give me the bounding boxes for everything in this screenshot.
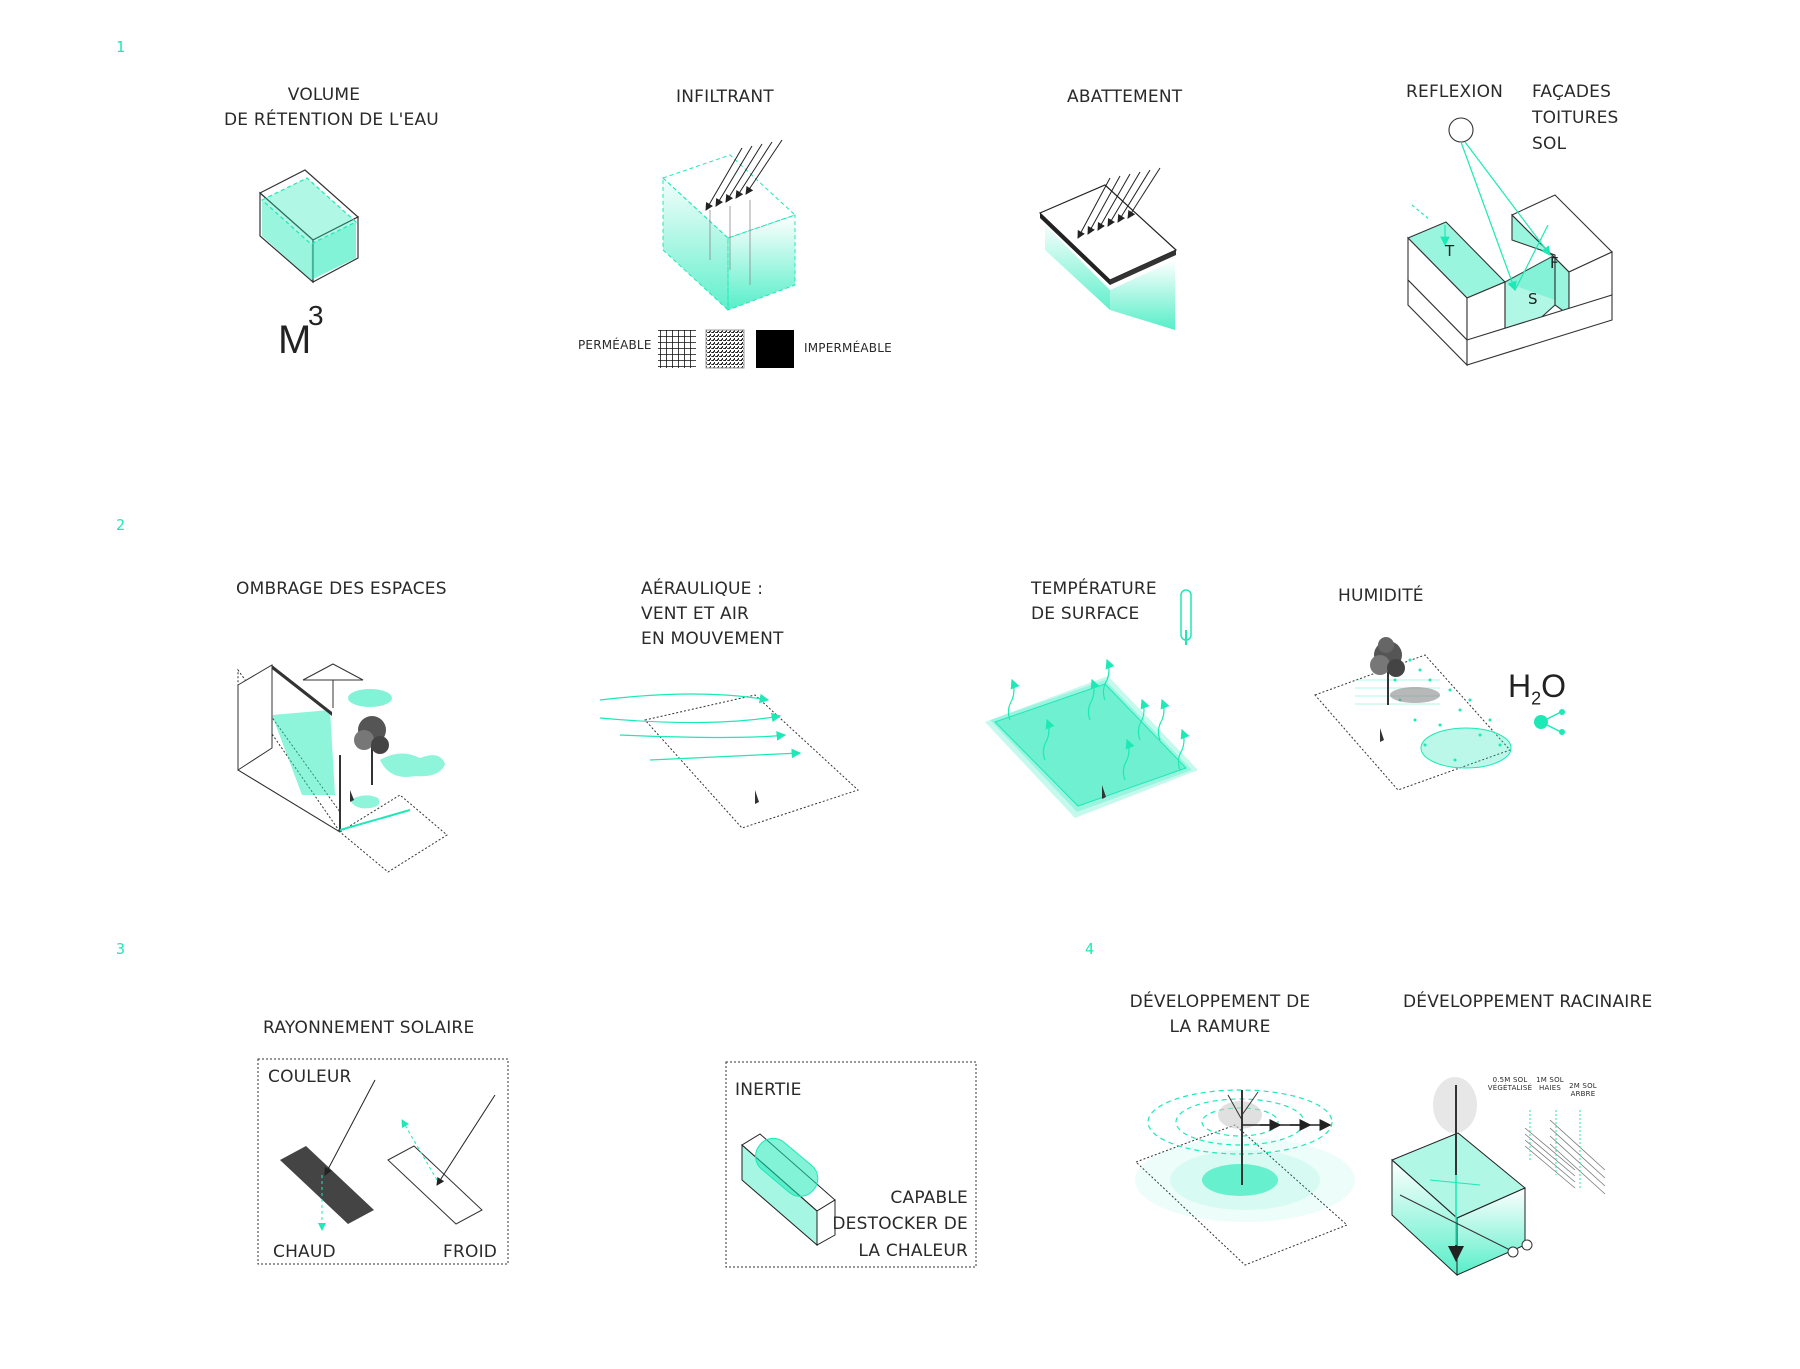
inertie-line3: LA CHALEUR — [858, 1241, 968, 1261]
impermeable-label: IMPERMÉABLE — [804, 341, 892, 355]
volume-title-line2: DE RÉTENTION DE L'EAU — [224, 110, 439, 130]
aeraulique-drawing — [599, 693, 859, 829]
reflexion-letter-t: T — [1445, 242, 1455, 260]
inertie-title: INERTIE — [735, 1080, 802, 1100]
volume-title-line1: VOLUME — [287, 85, 361, 105]
aeraulique-line2: VENT ET AIR — [641, 604, 750, 624]
reflexion-letter-s: S — [1528, 290, 1538, 308]
section-number-3: 3 — [116, 940, 126, 958]
temperature-line1: TEMPÉRATURE — [1031, 579, 1157, 599]
inertie-frame — [725, 1061, 977, 1268]
abattement-drawing — [1038, 167, 1178, 330]
section-number-4: 4 — [1085, 940, 1095, 958]
h2o-formula: H2O — [1508, 668, 1567, 709]
ramure-line2: LA RAMURE — [1169, 1017, 1271, 1037]
reflexion-drawing — [1407, 117, 1613, 367]
infiltrant-title: INFILTRANT — [676, 87, 774, 107]
rayonnement-frame — [257, 1058, 509, 1265]
section-number-1: 1 — [116, 38, 126, 56]
infiltrant-drawing — [658, 139, 796, 369]
ramure-drawing — [1135, 1089, 1355, 1266]
rayonnement-title: RAYONNEMENT SOLAIRE — [263, 1018, 475, 1038]
permeable-label: PERMÉABLE — [578, 338, 652, 352]
volume-exponent: 3 — [308, 300, 324, 331]
temperature-line2: DE SURFACE — [1031, 604, 1140, 624]
humidite-drawing — [1314, 637, 1565, 791]
humidite-title: HUMIDITÉ — [1338, 586, 1424, 606]
racinaire-title: DÉVELOPPEMENT RACINAIRE — [1403, 992, 1653, 1012]
ombrage-title: OMBRAGE DES ESPACES — [236, 579, 447, 599]
froid-label: FROID — [443, 1242, 498, 1262]
racinaire-drawing — [1391, 1077, 1606, 1277]
volume-unit: M — [278, 318, 312, 362]
aeraulique-line1: AÉRAULIQUE : — [641, 579, 764, 599]
reflexion-toitures: TOITURES — [1532, 108, 1619, 128]
section-number-2: 2 — [116, 516, 126, 534]
retention-volume-drawing — [258, 169, 360, 284]
aeraulique-line3: EN MOUVEMENT — [641, 629, 784, 649]
ramure-line1: DÉVELOPPEMENT DE — [1129, 992, 1311, 1012]
inertie-line1: CAPABLE — [890, 1188, 968, 1208]
reflexion-letter-f: F — [1550, 254, 1559, 272]
reflexion-title: REFLEXION — [1406, 82, 1504, 102]
reflexion-facades: FAÇADES — [1532, 82, 1612, 102]
chaud-label: CHAUD — [273, 1242, 336, 1262]
ombrage-drawing — [237, 663, 448, 873]
couleur-label: COULEUR — [268, 1067, 352, 1087]
abattement-title: ABATTEMENT — [1067, 87, 1183, 107]
reflexion-sol: SOL — [1532, 134, 1567, 154]
temperature-drawing — [985, 589, 1198, 818]
inertie-line2: DESTOCKER DE — [832, 1214, 968, 1234]
